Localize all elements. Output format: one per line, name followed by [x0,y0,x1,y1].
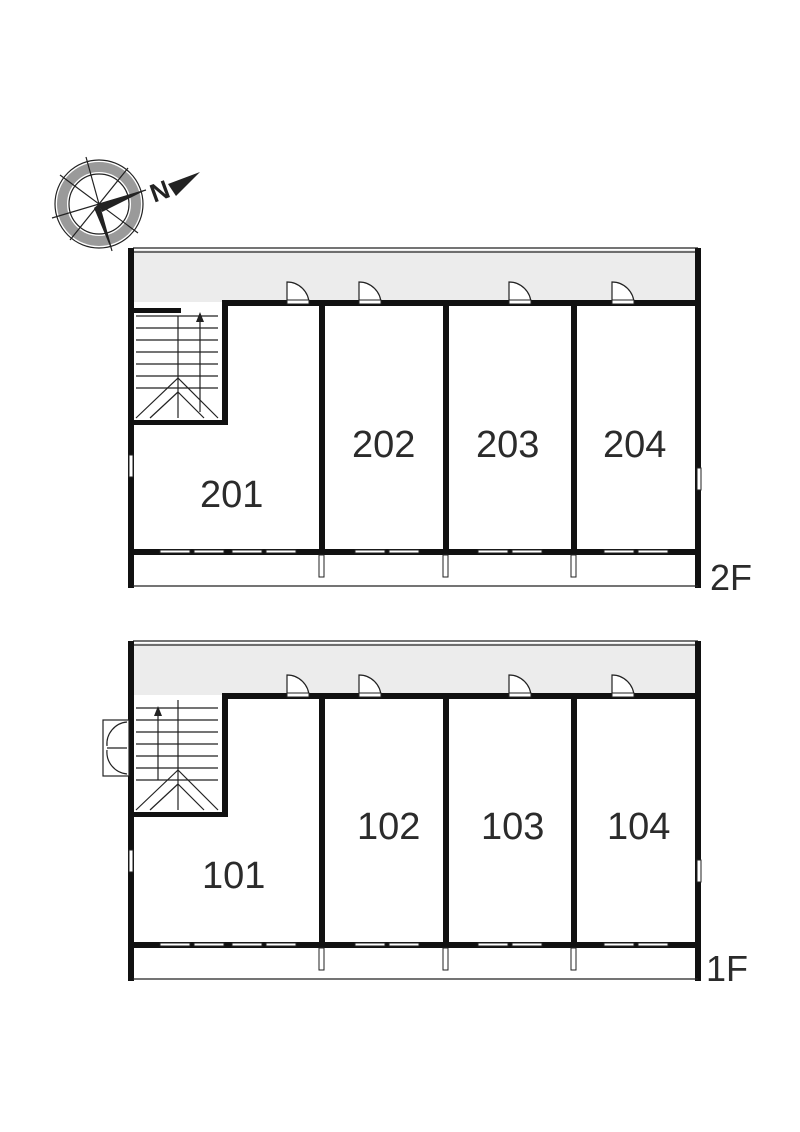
north-compass-icon: N [51,156,200,252]
room-label-204: 204 [603,424,666,466]
staircase-2f [135,312,219,419]
room-label-101: 101 [202,855,265,897]
compass-north-label: N [146,174,174,209]
doors-2f [286,281,635,305]
entrance-door-1f [102,719,130,777]
room-label-201: 201 [200,474,263,516]
floor-1f: 101 102 103 104 1F [102,640,748,989]
floor-label-2f: 2F [710,557,752,598]
doors-1f [286,674,635,698]
room-label-202: 202 [352,424,415,466]
room-label-203: 203 [476,424,539,466]
room-label-104: 104 [607,806,670,848]
staircase-1f [135,700,219,811]
floor-label-1f: 1F [706,948,748,989]
floor-2f: 201 202 203 204 2F [128,247,752,598]
room-label-103: 103 [481,806,544,848]
room-label-102: 102 [357,806,420,848]
